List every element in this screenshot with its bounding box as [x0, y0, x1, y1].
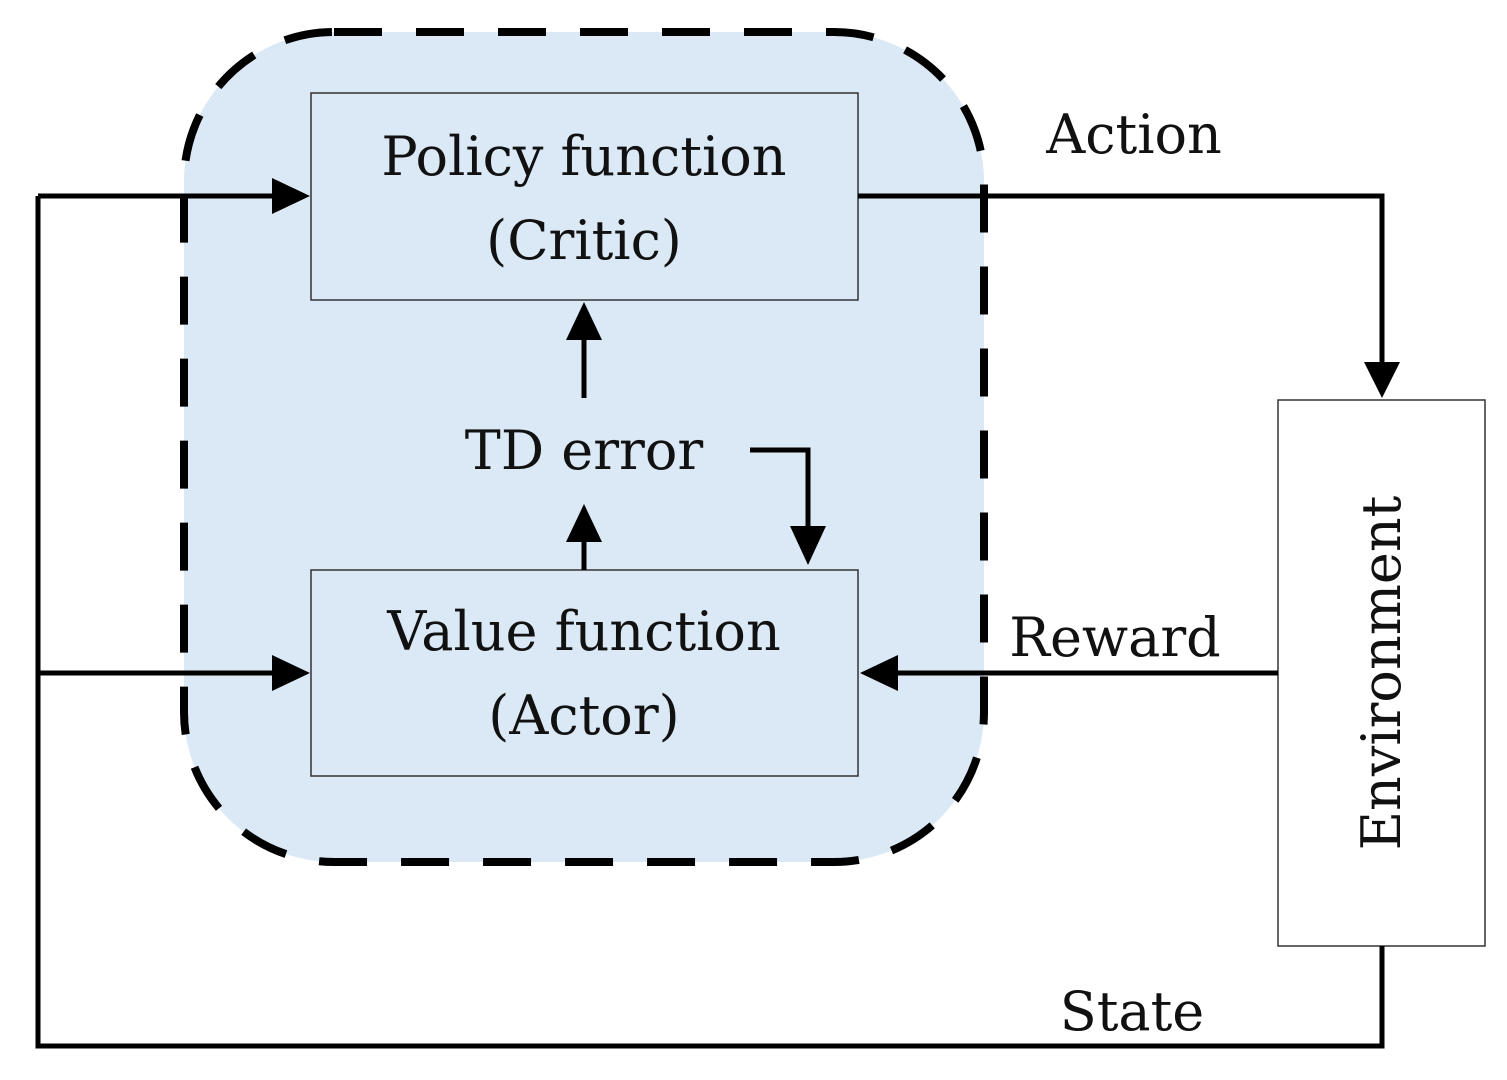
policy-function-box: Policy function (Critic) [310, 92, 859, 301]
arrowhead-policy-up [566, 302, 602, 340]
td-error-label: TD error [465, 419, 704, 482]
arrowheads [272, 178, 1400, 691]
arrowhead-td-up [566, 504, 602, 542]
environment-box-frame [1277, 399, 1486, 947]
arrowhead-into-environment [1364, 362, 1400, 398]
arrowhead-into-value-left [272, 655, 310, 691]
policy-function-sublabel: (Critic) [486, 209, 682, 272]
policy-function-box-frame [310, 92, 859, 301]
action-label: Action [1045, 103, 1222, 166]
action-connector [858, 193, 1385, 368]
arrowhead-into-policy-left [272, 178, 310, 214]
state-connector [35, 196, 1385, 1049]
environment-label: Environment [1350, 495, 1413, 850]
value-function-sublabel: (Actor) [488, 684, 679, 747]
td-to-value-connector [750, 447, 811, 530]
reward-label: Reward [1009, 606, 1220, 669]
environment-box: Environment [1277, 399, 1486, 947]
arrowhead-into-value-right [860, 655, 898, 691]
connectors [35, 193, 1385, 1049]
arrowhead-td-feedback-down [790, 526, 826, 565]
value-function-box: Value function (Actor) [310, 569, 859, 777]
state-label: State [1060, 980, 1205, 1043]
policy-function-label: Policy function [381, 125, 786, 188]
value-function-label: Value function [386, 600, 780, 663]
